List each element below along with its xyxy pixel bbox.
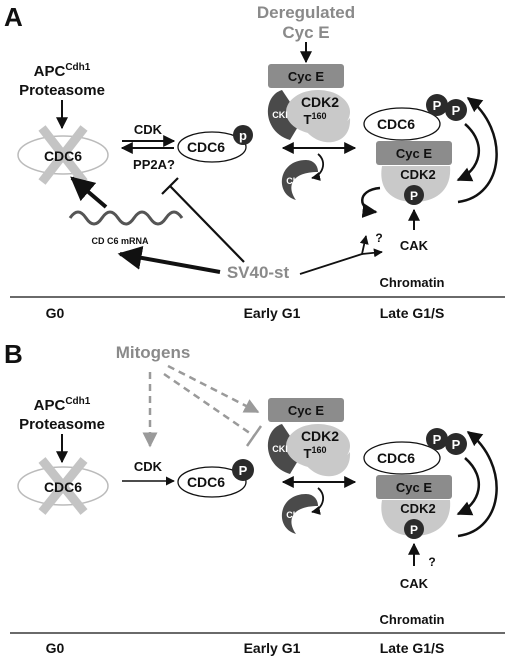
phospho-p3-a: P	[410, 189, 418, 203]
chromatin-cyce-label-a: Cyc E	[396, 146, 432, 161]
phase-g0-b: G0	[46, 640, 65, 656]
panel-a-letter: A	[4, 2, 23, 32]
sv40-inhibit-bar	[161, 177, 179, 195]
sv40-question-label: ?	[375, 231, 382, 245]
phase-g0-a: G0	[46, 305, 65, 321]
degraded-cdc6: CDC6	[17, 125, 109, 185]
cki-label-a2: CKI	[286, 176, 302, 186]
proteasome-label-b: Proteasome	[19, 416, 105, 433]
chromatin-complex-a: CDC6 P P Cyc E CDK2 P	[363, 94, 467, 205]
chromatin-label-b: Chromatin	[380, 612, 445, 627]
mrna-label: CD C6 mRNA	[91, 236, 149, 246]
cdk-label: CDK	[134, 122, 163, 137]
early-cdc6-complex: CDC6 p	[177, 125, 253, 163]
cki-label-a1: CKI	[272, 110, 288, 120]
t160-label-a: T160	[304, 111, 327, 127]
sv40-to-cak-arrow	[361, 248, 383, 258]
chromatin-cdc6-label-a: CDC6	[377, 116, 415, 132]
cdk-label-b: CDK	[134, 459, 163, 474]
cyce-cdk2-cki-complex-b: Cyc E CKI CDK2 T160	[267, 398, 351, 477]
cak-label-b: CAK	[400, 576, 429, 591]
chromatin-cdk2-label-b: CDK2	[400, 501, 435, 516]
feedback-arrow-inner-b	[456, 457, 481, 516]
phase-early-g1-a: Early G1	[244, 305, 301, 321]
mrna-to-cdc6-arrow	[70, 176, 108, 209]
phase-late-g1s-b: Late G1/S	[380, 640, 445, 656]
apc-label: APCCdh1	[34, 62, 91, 80]
panel-b-letter: B	[4, 339, 23, 369]
mitogens-label: Mitogens	[116, 343, 191, 362]
cdk2-label-a1: CDK2	[301, 94, 339, 110]
cyce-label-b: Cyc E	[288, 403, 324, 418]
free-cki-a: CKI	[281, 160, 318, 200]
cki-label-b2: CKI	[286, 510, 302, 520]
free-cki-b: CKI	[281, 494, 318, 534]
mitogen-to-cyce-arrow	[167, 364, 260, 414]
phase-late-g1s-a: Late G1/S	[380, 305, 445, 321]
chromatin-complex-b: CDC6 P P Cyc E CDK2 P	[363, 428, 467, 539]
cki-label-b1: CKI	[272, 444, 288, 454]
deregulated-label: Deregulated	[257, 3, 355, 22]
early-cdc6-complex-b: CDC6 P	[177, 459, 254, 498]
cdk2-label-b1: CDK2	[301, 428, 339, 444]
degraded-cdc6-b: CDC6	[17, 457, 109, 515]
phospho-p2-b: P	[452, 437, 461, 452]
phospho-small-p: p	[239, 128, 247, 143]
phospho-p2-a: P	[452, 103, 461, 118]
feedback-arrow-outer-a	[457, 97, 498, 204]
degraded-cdc6-label: CDC6	[44, 148, 82, 164]
phospho-p1-a: P	[433, 98, 442, 113]
sv40-label: SV40-st	[227, 263, 290, 282]
chromatin-label-a: Chromatin	[380, 275, 445, 290]
feedback-arrow-left-a	[361, 186, 381, 218]
cak-question-label-b: ?	[428, 555, 435, 569]
sv40-inhibit-pp2a	[169, 185, 245, 263]
early-cdc6-label: CDC6	[187, 139, 225, 155]
cyce-cdk2-cki-complex-a: Cyc E CKI CDK2 T160	[267, 64, 351, 143]
mitogen-inhibit-cki	[163, 372, 255, 438]
proteasome-label: Proteasome	[19, 82, 105, 99]
mitogen-inhibit-bar	[245, 425, 263, 447]
feedback-arrow-outer-b	[457, 431, 498, 538]
phospho-p-b: P	[239, 463, 248, 478]
cak-label-a: CAK	[400, 238, 429, 253]
phase-early-g1-b: Early G1	[244, 640, 301, 656]
early-cdc6-label-b: CDC6	[187, 474, 225, 490]
degraded-cdc6-label-b: CDC6	[44, 479, 82, 495]
panel-a: A Deregulated Cyc E APCCdh1 Proteasome C…	[4, 2, 505, 321]
pp2a-label: PP2A?	[133, 157, 175, 172]
sv40-to-chromatin-arrow	[299, 235, 369, 275]
cki-release-arrow-b	[311, 487, 325, 515]
phospho-p3-b: P	[410, 523, 418, 537]
panel-b: B Mitogens APCCdh1 Proteasome CDC6 CDK C…	[4, 339, 505, 656]
apc-label-b: APCCdh1	[34, 396, 91, 414]
cki-release-arrow-a	[311, 153, 325, 181]
chromatin-cdc6-label-b: CDC6	[377, 450, 415, 466]
mrna-wave	[68, 210, 184, 226]
feedback-arrow-inner-a	[456, 123, 481, 182]
t160-label-b: T160	[304, 445, 327, 461]
chromatin-cdk2-label-a: CDK2	[400, 167, 435, 182]
chromatin-cyce-label-b: Cyc E	[396, 480, 432, 495]
deregulated-cyce-label: Cyc E	[282, 23, 329, 42]
cyce-label-a: Cyc E	[288, 69, 324, 84]
phospho-p1-b: P	[433, 432, 442, 447]
sv40-to-mrna-arrow	[117, 246, 221, 274]
